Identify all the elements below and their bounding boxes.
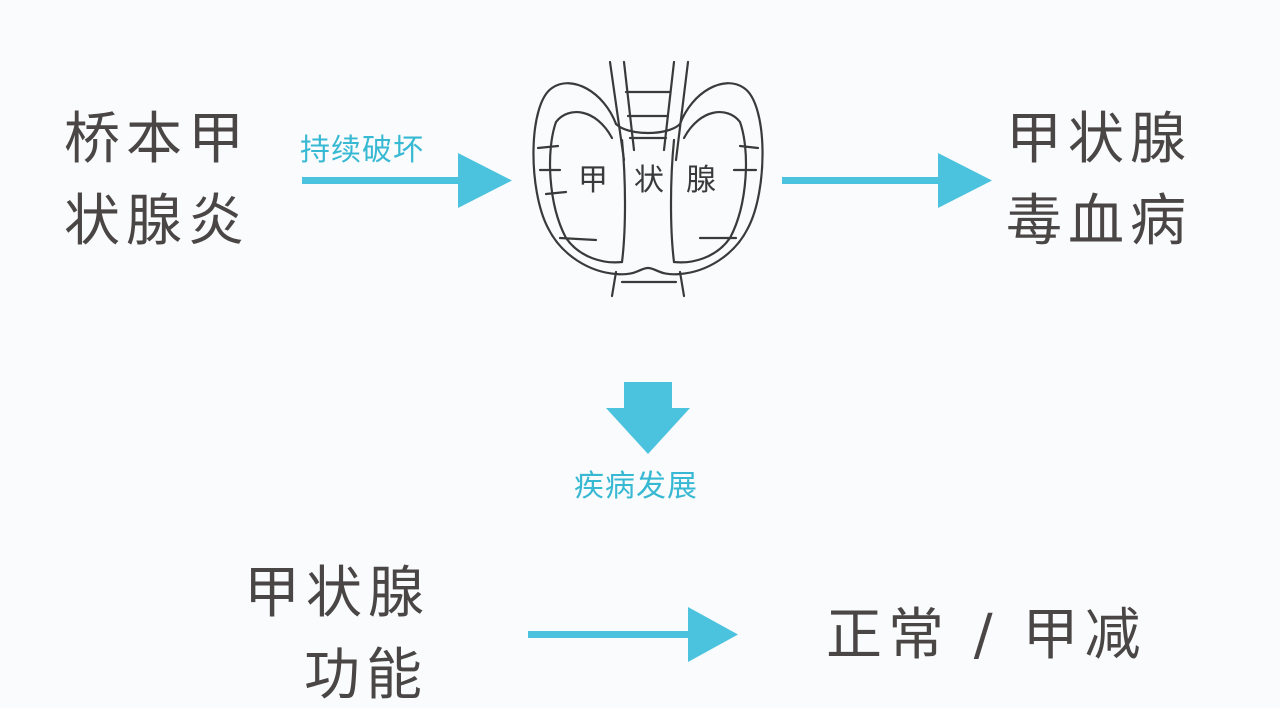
source-node-line1: 桥本甲 [64,107,250,172]
arrow-down-progression [606,382,690,454]
function-node-line1: 甲状腺 [244,561,430,626]
organ-label-char1: 甲 [578,163,608,198]
hyper-node-line1: 甲状腺 [1006,107,1192,172]
edge-label-persistent-damage: 持续破坏 [300,133,424,168]
organ-label-char3: 腺 [686,163,716,198]
outcome-node: 正常 / 甲减 [826,603,1147,668]
arrow-function-to-outcome [528,607,738,662]
arrow-thyroid-to-hyper [782,153,992,208]
arrow-source-to-thyroid [302,153,512,208]
organ-label-char2: 状 [634,163,664,198]
source-node-line2: 状腺炎 [64,189,250,254]
function-node-line2: 功能 [304,643,428,708]
hyper-node-line2: 毒血病 [1006,189,1192,254]
thyroid-illustration [532,60,764,298]
edge-label-disease-progression: 疾病发展 [574,469,698,504]
